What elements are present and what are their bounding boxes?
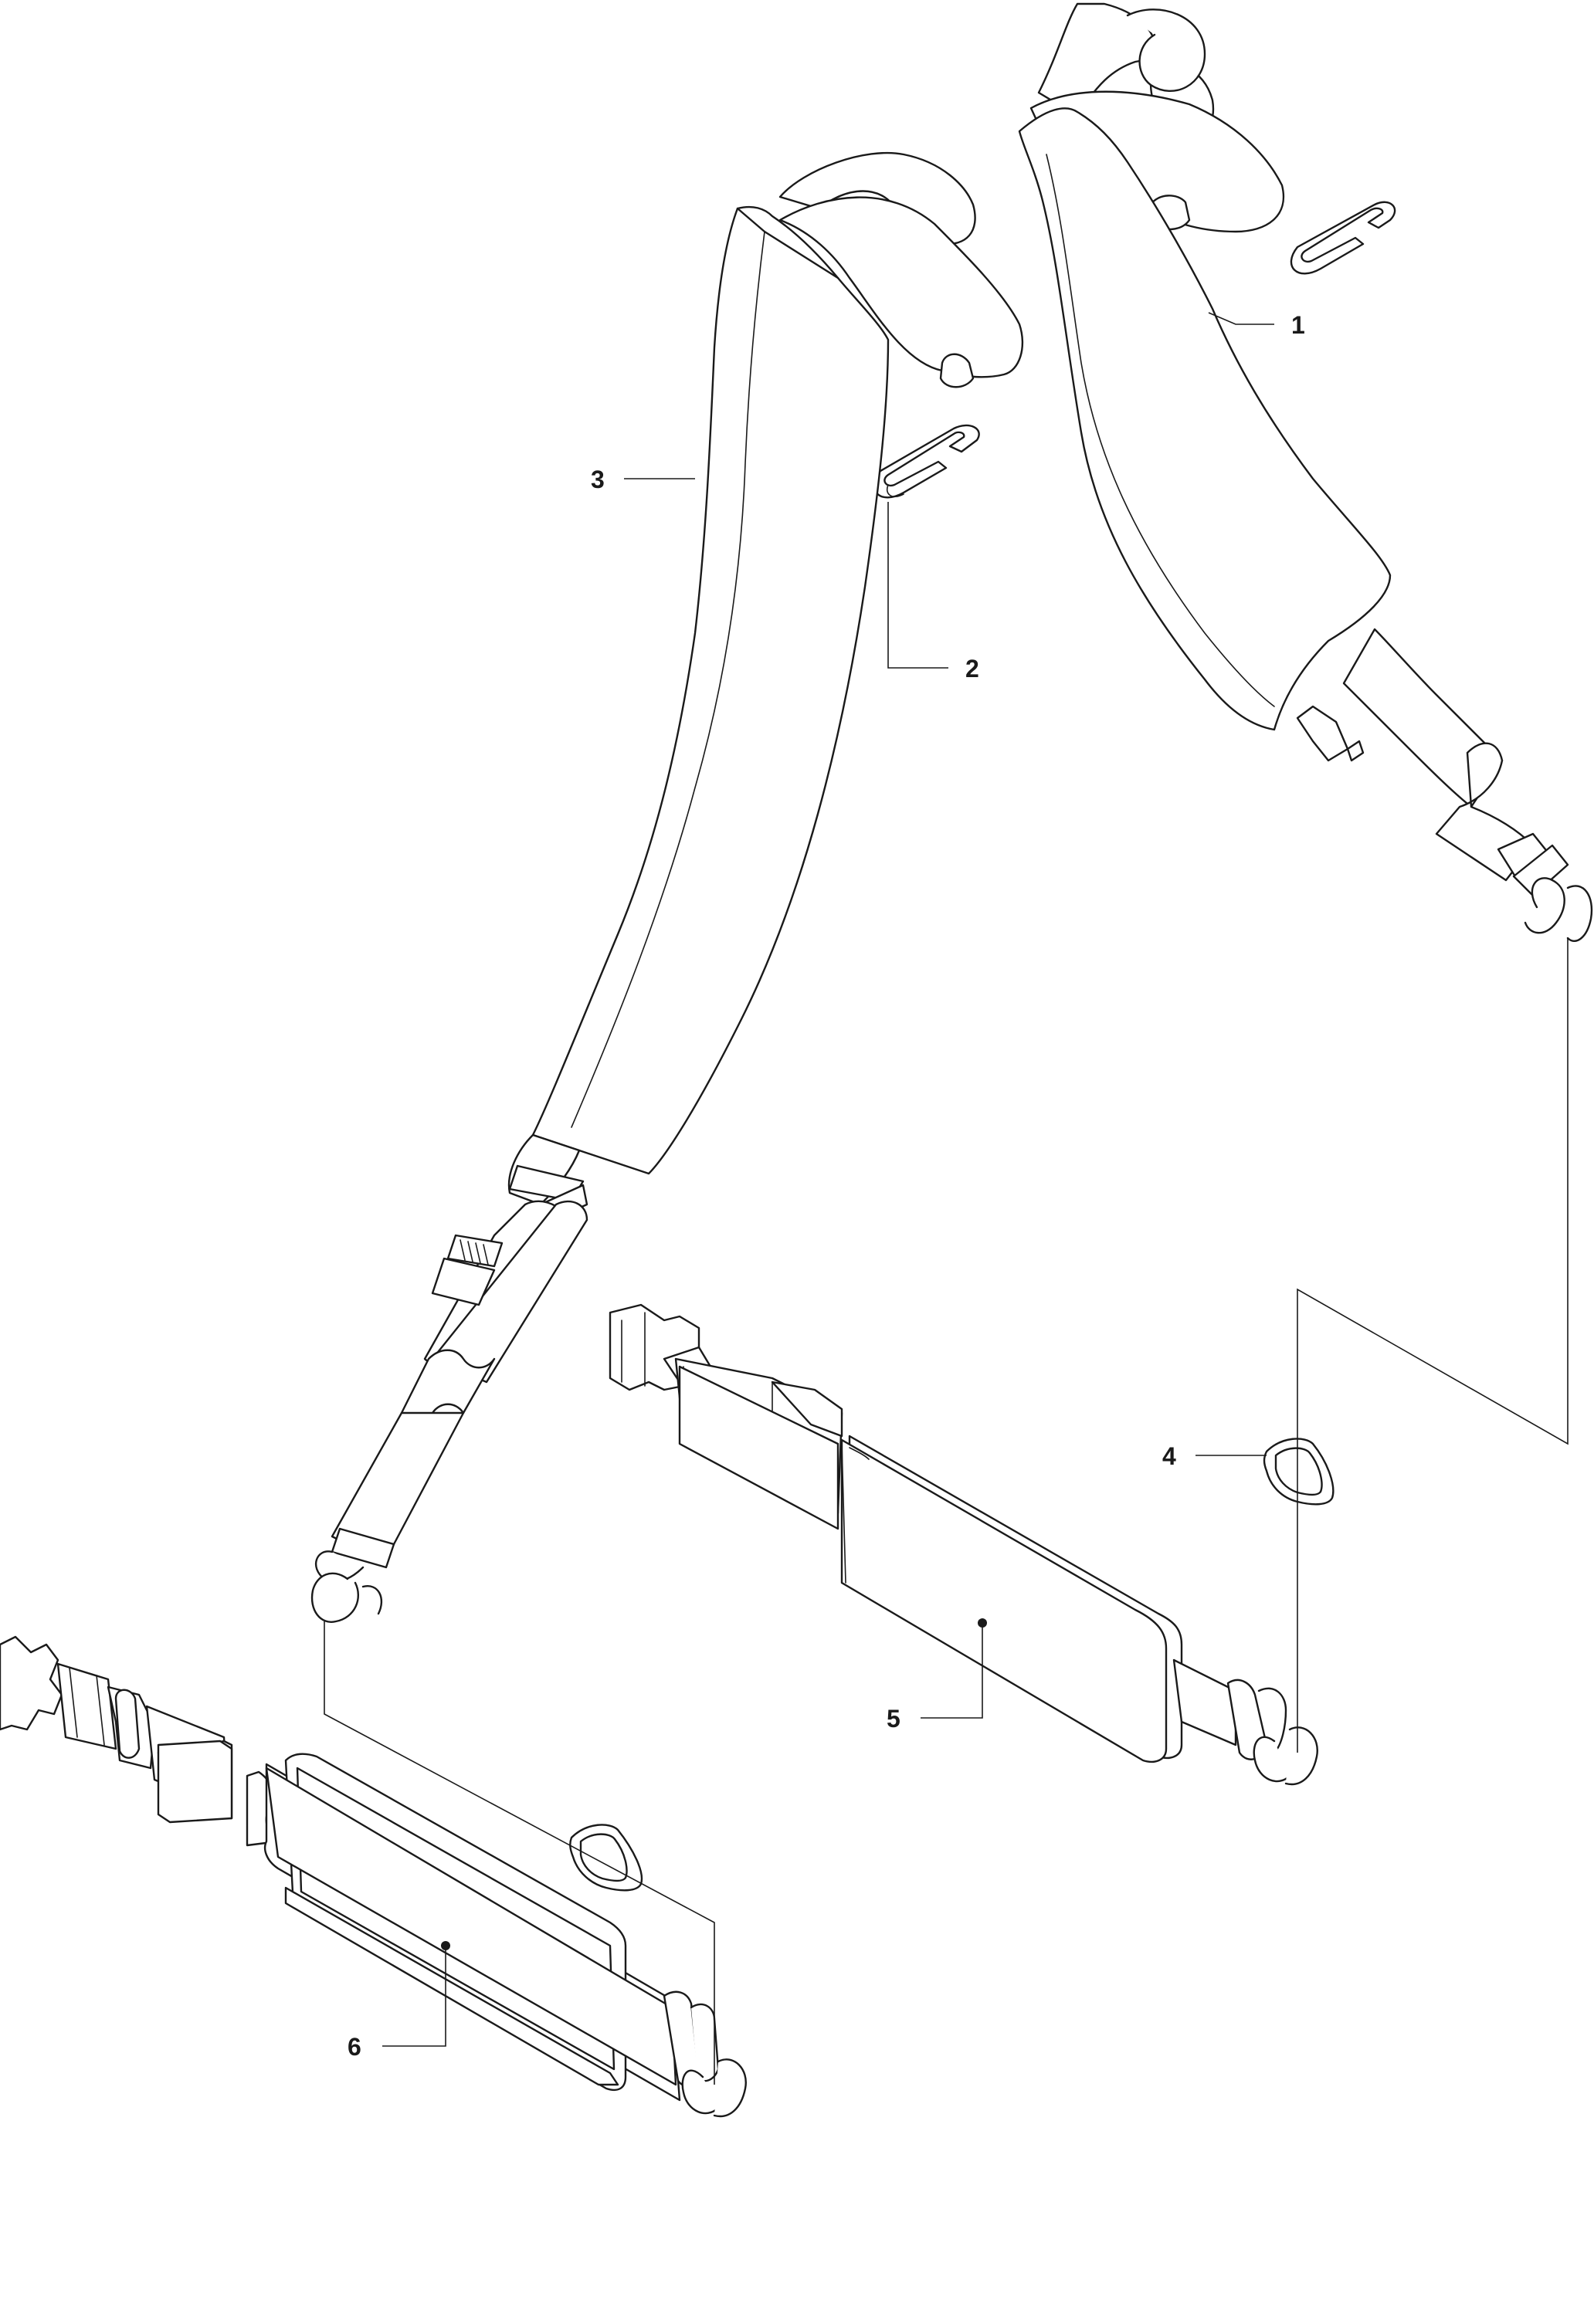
left-shoulder-strap xyxy=(310,151,1024,1623)
callout-5: 5 xyxy=(887,1623,983,1733)
callout-label-2: 2 xyxy=(965,655,979,683)
d-ring-part-4 xyxy=(1263,1438,1335,1506)
d-ring-left xyxy=(569,1824,643,1892)
connection-lines xyxy=(324,938,1569,2085)
callout-2: 2 xyxy=(887,502,979,683)
callout-label-6: 6 xyxy=(348,2033,361,2061)
callout-label-4: 4 xyxy=(1162,1442,1176,1470)
callout-1: 1 xyxy=(1208,311,1305,339)
slide-clip-part-1 xyxy=(1290,201,1396,275)
hip-pad-right xyxy=(609,1303,1318,1786)
right-shoulder-strap xyxy=(1018,2,1593,943)
callout-label-3: 3 xyxy=(591,466,605,493)
callout-3: 3 xyxy=(591,466,695,493)
callout-label-1: 1 xyxy=(1291,311,1305,339)
callout-4: 4 xyxy=(1162,1442,1267,1470)
slide-clip-part-2 xyxy=(873,424,980,499)
callout-label-5: 5 xyxy=(887,1705,900,1733)
callout-6: 6 xyxy=(348,1946,446,2061)
hip-pad-left xyxy=(0,1635,747,2118)
